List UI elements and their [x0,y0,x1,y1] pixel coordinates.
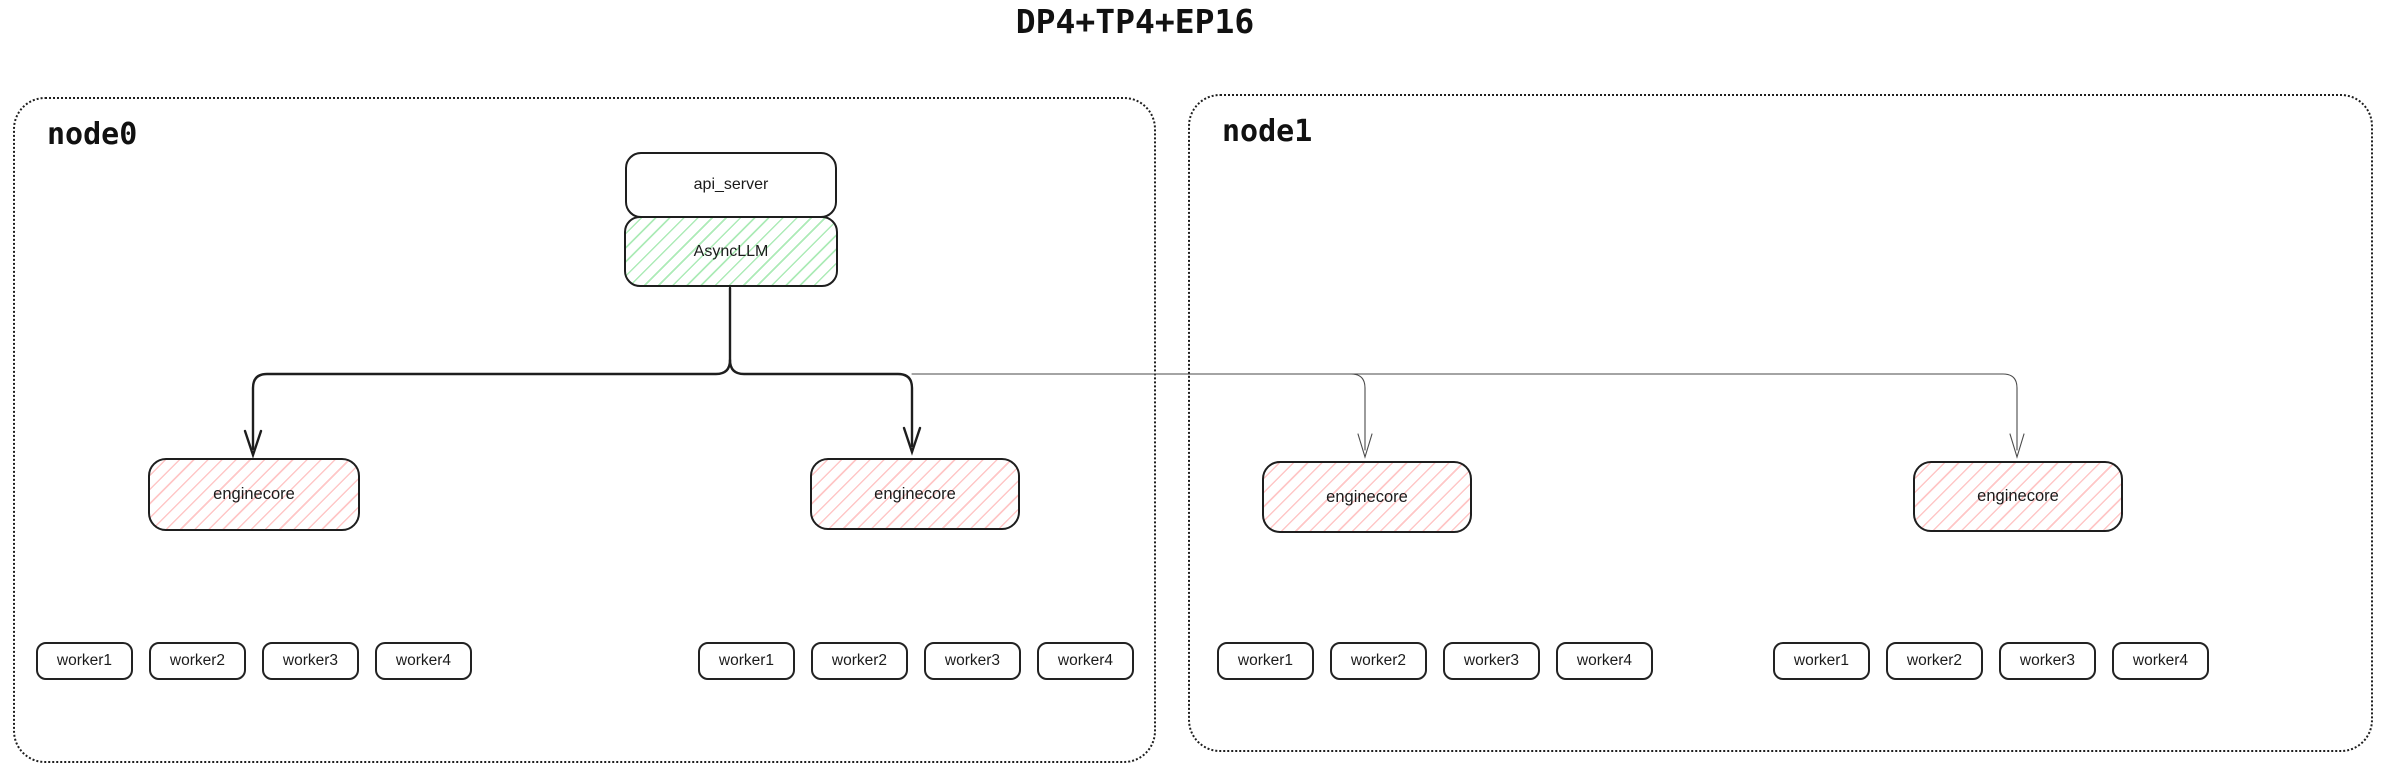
enginecore-box-4: enginecore [1913,461,2123,532]
arrow-to-enginecore-3 [1350,373,1366,451]
worker-group-3: worker1 worker2 worker3 worker4 [1217,642,1653,680]
arrowhead-enginecore-4 [2009,433,2025,459]
node1-label: node1 [1222,114,1313,149]
arrow-to-enginecore-1 [251,286,732,451]
worker-box: worker4 [1556,642,1653,680]
api-server-box: api_server [625,152,837,218]
worker-box: worker4 [375,642,472,680]
node0-label: node0 [47,117,138,152]
worker-group-2: worker1 worker2 worker3 worker4 [698,642,1134,680]
worker-box: worker3 [1999,642,2096,680]
worker-box: worker2 [1886,642,1983,680]
node1-container: node1 [1188,94,2373,752]
node0-container: node0 [13,97,1156,763]
enginecore-box-2: enginecore [810,458,1020,530]
worker-box: worker2 [149,642,246,680]
worker-box: worker1 [36,642,133,680]
worker-box: worker2 [811,642,908,680]
async-llm-box: AsyncLLM [624,216,838,287]
worker-box: worker3 [1443,642,1540,680]
worker-box: worker3 [924,642,1021,680]
arrow-to-enginecore-4 [2002,373,2018,451]
diagram-title: DP4+TP4+EP16 [1015,2,1255,41]
arrowhead-enginecore-3 [1357,433,1373,459]
worker-box: worker1 [698,642,795,680]
worker-box: worker1 [1217,642,1314,680]
worker-group-4: worker1 worker2 worker3 worker4 [1773,642,2209,680]
arrowhead-enginecore-1 [243,429,263,459]
worker-box: worker4 [2112,642,2209,680]
worker-box: worker2 [1330,642,1427,680]
worker-box: worker1 [1773,642,1870,680]
arrow-to-enginecore-2 [728,358,914,448]
worker-box: worker3 [262,642,359,680]
enginecore-box-3: enginecore [1262,461,1472,533]
worker-group-1: worker1 worker2 worker3 worker4 [36,642,472,680]
worker-box: worker4 [1037,642,1134,680]
arrowhead-enginecore-2 [902,426,922,456]
enginecore-box-1: enginecore [148,458,360,531]
